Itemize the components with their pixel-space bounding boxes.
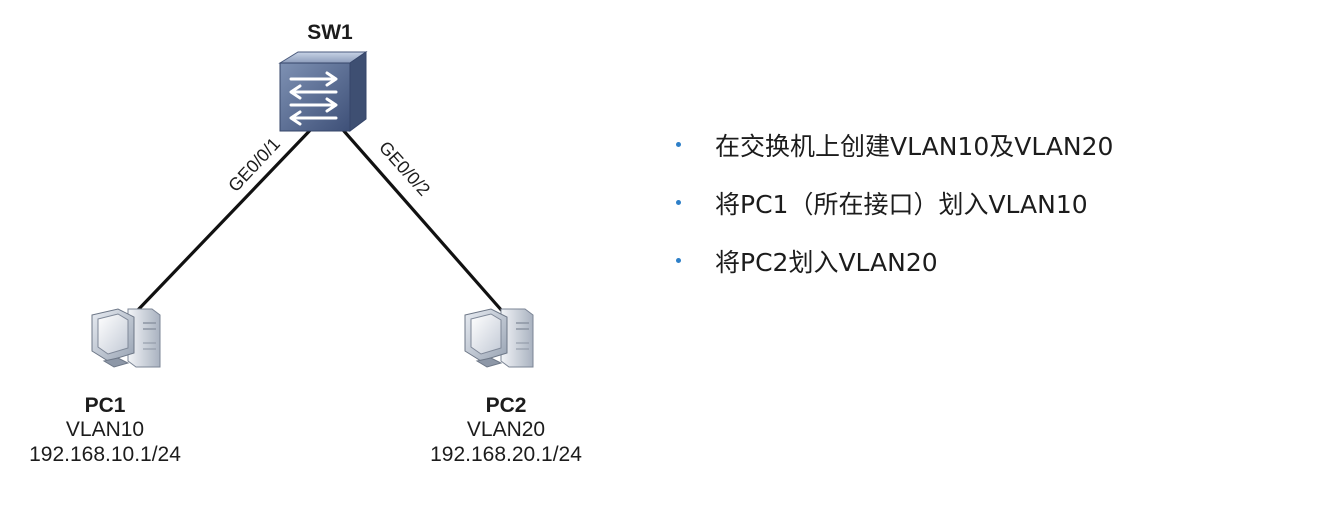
switch-name: SW1 [307, 21, 353, 44]
switch-label: SW1 [290, 21, 370, 45]
pc1-desktop-computer-icon[interactable] [91, 308, 161, 368]
bullet-icon [676, 142, 681, 147]
link-sw1-pc1 [134, 120, 320, 314]
pc1-ip-address: 192.168.10.1/24 [29, 442, 181, 466]
bullet-icon [676, 258, 681, 263]
task-text: 在交换机上创建VLAN10及VLAN20 [715, 131, 1114, 161]
task-item: 在交换机上创建VLAN10及VLAN20 [676, 126, 1113, 163]
task-text: 将PC1（所在接口）划入VLAN10 [715, 189, 1088, 219]
pc2-label: PC2 VLAN20 192.168.20.1/24 [400, 394, 612, 467]
task-text: 将PC2划入VLAN20 [715, 247, 938, 277]
interface-label-ge0-0-2: GE0/0/2 [375, 137, 434, 199]
task-list: 在交换机上创建VLAN10及VLAN20 将PC1（所在接口）划入VLAN10 … [676, 126, 1113, 300]
link-sw1-pc2 [334, 120, 505, 314]
pc1-name: PC1 [84, 394, 126, 417]
pc2-ip-address: 192.168.20.1/24 [430, 442, 582, 466]
task-item: 将PC1（所在接口）划入VLAN10 [676, 184, 1113, 221]
task-item: 将PC2划入VLAN20 [676, 242, 1113, 279]
pc2-name: PC2 [485, 394, 527, 417]
pc2-desktop-computer-icon[interactable] [464, 308, 534, 368]
switch-icon[interactable] [278, 51, 368, 132]
pc1-vlan: VLAN10 [65, 418, 145, 442]
pc2-vlan: VLAN20 [466, 418, 546, 442]
pc1-label: PC1 VLAN10 192.168.10.1/24 [0, 394, 210, 467]
bullet-icon [676, 200, 681, 205]
